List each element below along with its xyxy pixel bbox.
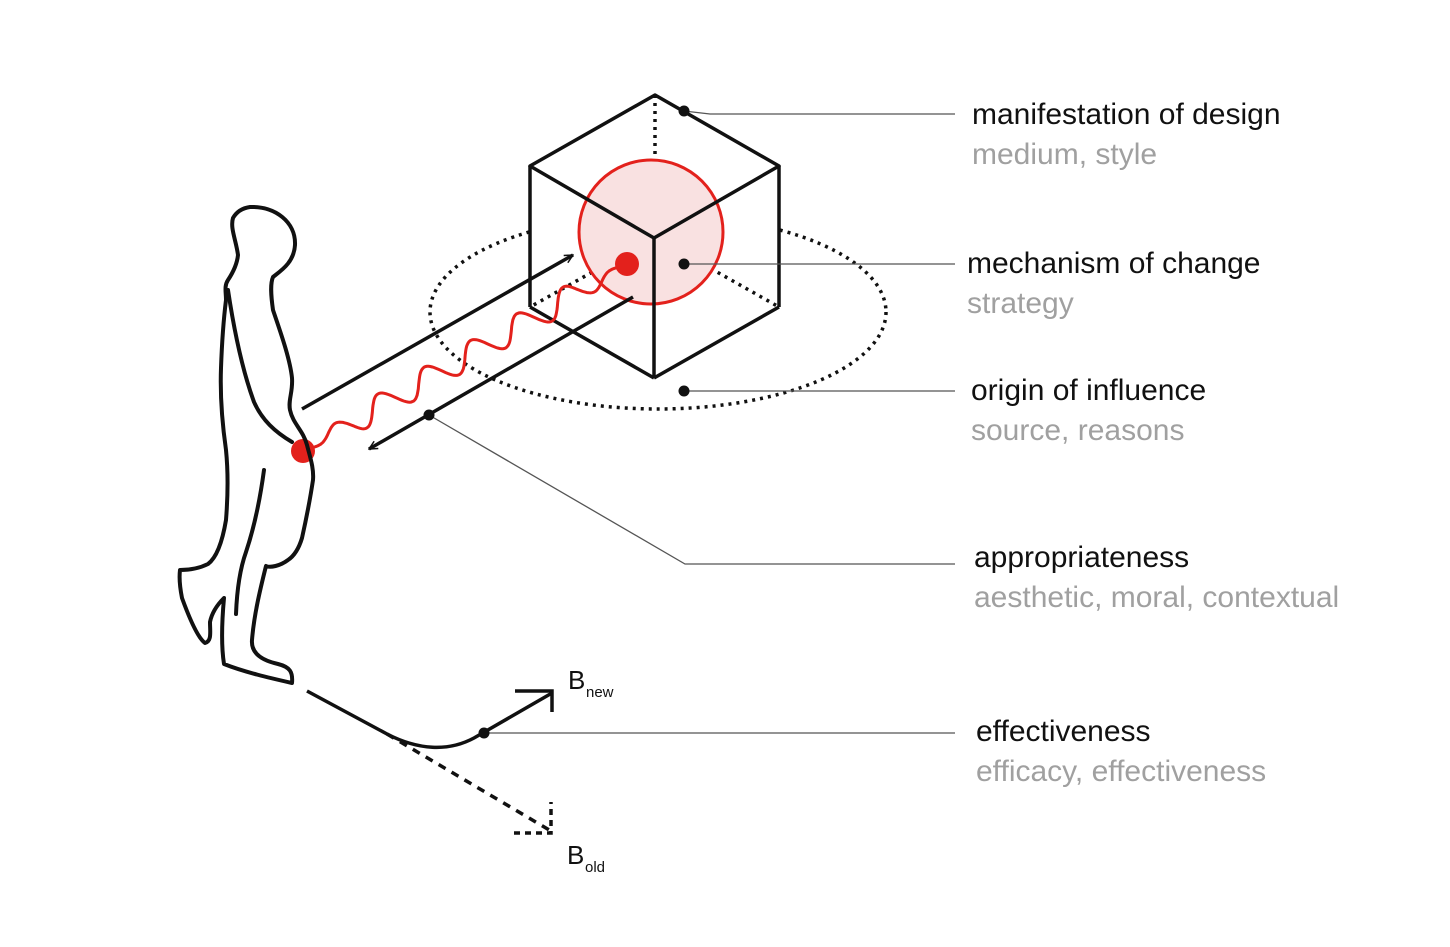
label-origin: origin of influence source, reasons [971,374,1206,447]
behaviour-old-sub: old [585,859,605,876]
behaviour-new-label: B new [568,665,614,701]
leader-appropriateness [428,414,955,565]
behaviour-path-old [386,732,552,833]
behaviour-new-letter: B [568,665,585,695]
person-leg-line [234,468,266,616]
label-effectiveness: effectiveness efficacy, effectiveness [976,715,1266,788]
label-mechanism-subtitle: strategy [967,287,1074,320]
influence-dot-design [615,252,639,276]
leader-lines [428,110,955,734]
label-mechanism-title: mechanism of change [967,247,1261,280]
label-appropriateness-title: appropriateness [974,541,1189,574]
label-manifestation-title: manifestation of design [972,98,1281,131]
arrow-to-design [301,253,573,411]
leader-manifestation [683,110,955,115]
label-appropriateness-subtitle: aesthetic, moral, contextual [974,581,1339,614]
label-origin-subtitle: source, reasons [971,414,1184,447]
arrow-to-person [369,295,634,451]
behaviour-path-new [306,689,553,749]
behaviour-old-letter: B [567,840,584,870]
cube-edges [528,93,781,380]
person-arm-line [226,288,294,444]
label-effectiveness-title: effectiveness [976,715,1151,748]
label-mechanism: mechanism of change strategy [967,247,1261,320]
label-manifestation: manifestation of design medium, style [972,98,1281,171]
leader-dots [423,105,690,739]
behaviour-new-sub: new [586,684,614,701]
person-figure [177,204,316,685]
label-manifestation-subtitle: medium, style [972,138,1157,171]
influence-wave [301,262,629,453]
behaviour-old-arrowhead [514,802,553,835]
influence-field-ellipse [428,213,888,411]
label-appropriateness: appropriateness aesthetic, moral, contex… [974,541,1339,614]
behaviour-new-arrowhead [515,689,554,712]
label-origin-title: origin of influence [971,374,1206,407]
behaviour-old-label: B old [567,840,605,876]
label-effectiveness-subtitle: efficacy, effectiveness [976,755,1266,788]
